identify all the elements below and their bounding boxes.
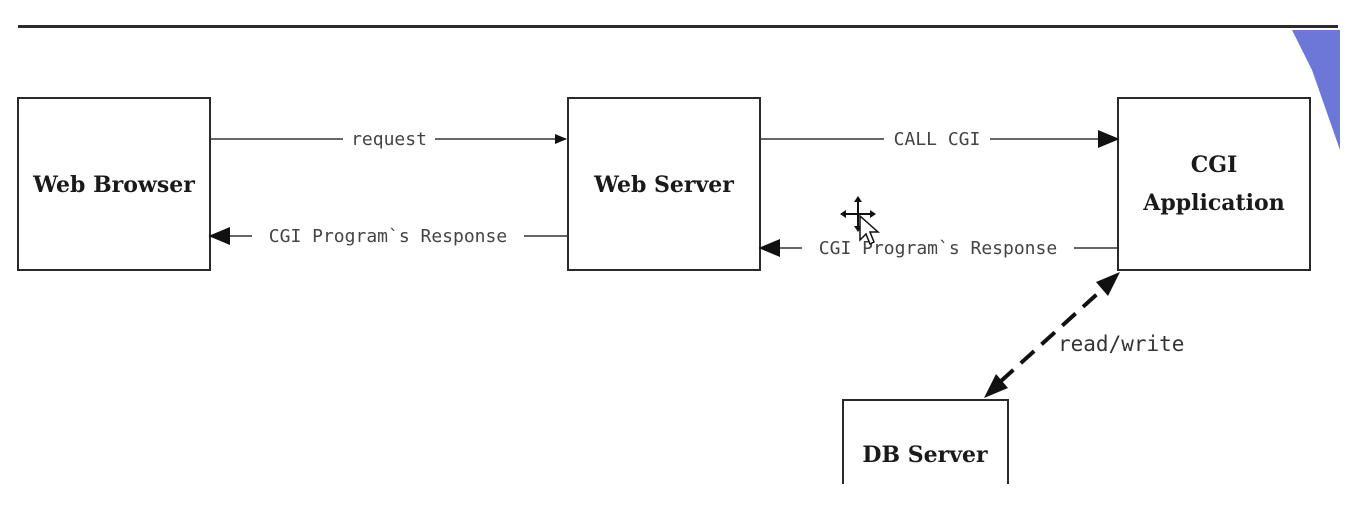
web-browser-label: Web Browser — [32, 172, 195, 198]
edge-browser-response-label: CGI Program`s Response — [269, 226, 507, 247]
node-web-server: Web Server — [567, 97, 761, 271]
edge-read-write: read/write — [984, 272, 1184, 398]
node-web-browser: Web Browser — [17, 97, 211, 271]
node-db-server: DB Server — [842, 399, 1009, 484]
edge-request: request — [210, 127, 567, 151]
edge-server-response: CGI Program`s Response — [758, 235, 1118, 259]
edge-read-write-arrow-down — [984, 374, 1008, 398]
cgi-application-box — [1117, 97, 1311, 271]
top-rule — [18, 25, 1338, 28]
edge-request-label: request — [351, 129, 427, 150]
node-cgi-application: CGI Application — [1117, 97, 1311, 271]
edge-browser-response: CGI Program`s Response — [208, 223, 568, 247]
accent-shape — [1292, 30, 1340, 150]
cgi-application-label-line2: Application — [1142, 190, 1284, 216]
move-cursor-icon — [840, 196, 880, 246]
cgi-application-label-line1: CGI — [1191, 152, 1238, 178]
web-server-box — [567, 97, 761, 271]
bottom-band — [0, 484, 1364, 516]
edge-call-cgi-label: CALL CGI — [894, 129, 981, 150]
edge-server-response-label: CGI Program`s Response — [819, 238, 1057, 259]
db-server-box — [842, 399, 1009, 484]
web-browser-box — [17, 97, 211, 271]
edge-read-write-line — [998, 284, 1108, 384]
web-server-label: Web Server — [593, 172, 734, 198]
edge-read-write-arrow-up — [1096, 272, 1120, 296]
edge-read-write-label: read/write — [1058, 332, 1184, 356]
db-server-label: DB Server — [862, 442, 988, 468]
edge-call-cgi: CALL CGI — [760, 127, 1120, 151]
